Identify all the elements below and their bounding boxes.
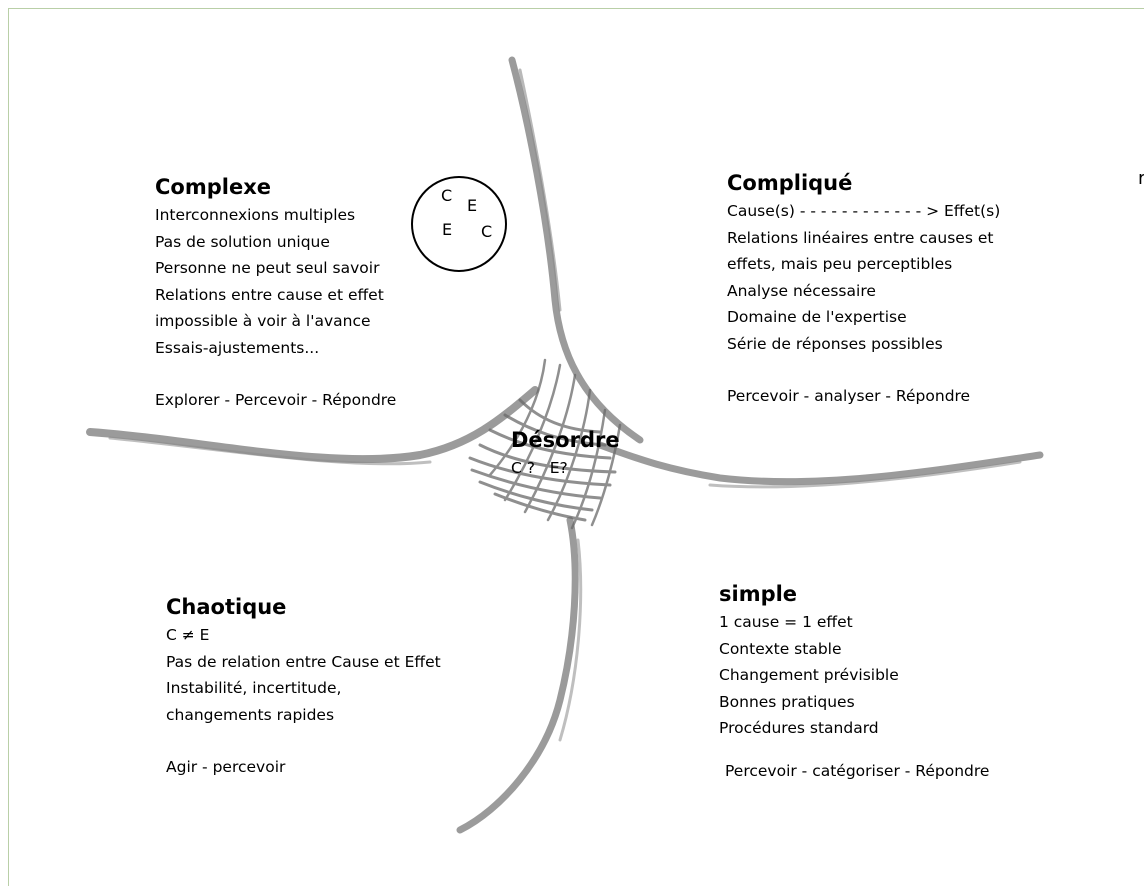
branch-bottom (456, 516, 579, 834)
domain-simple: simple 1 cause = 1 effet Contexte stable… (719, 579, 989, 784)
domain-line: Relations linéaires entre causes et (727, 228, 994, 247)
branch-top (508, 56, 644, 444)
domain-title: Chaotique (166, 595, 287, 619)
edge-mark: r (1138, 168, 1144, 189)
domain-line: C ≠ E (166, 626, 210, 644)
domain-line: impossible à voir à l'avance (155, 312, 371, 330)
circle-letter: C (481, 222, 493, 241)
domain-action: Percevoir - analyser - Répondre (727, 387, 971, 405)
domain-complique: Compliqué Cause(s) - - - - - - - - - - -… (727, 168, 1000, 410)
domain-action: Agir - percevoir (166, 758, 286, 776)
domain-line: effets, mais peu perceptibles (727, 255, 953, 273)
domain-line: Domaine de l'expertise (727, 308, 907, 326)
domain-line: changements rapides (166, 705, 335, 724)
circle-letter: C (441, 186, 453, 205)
diagram-frame (8, 8, 1144, 886)
branch-right-2 (708, 460, 1022, 489)
domain-line: Procédures standard (719, 719, 879, 737)
domain-action: Explorer - Percevoir - Répondre (155, 391, 397, 409)
cause-effect-circle: C E E C (411, 176, 507, 272)
branch-right (596, 441, 1044, 486)
domain-title: Complexe (155, 175, 271, 199)
domain-line: Analyse nécessaire (727, 281, 876, 300)
domain-line: Cause(s) - - - - - - - - - - - - > Effet… (727, 202, 1001, 220)
domain-line: Pas de solution unique (155, 232, 330, 251)
domain-complexe: Complexe Interconnexions multiples Pas d… (155, 172, 396, 414)
domain-line: Bonnes pratiques (719, 692, 855, 711)
domain-line: Relations entre cause et effet (155, 285, 384, 304)
domain-line: Personne ne peut seul savoir (155, 259, 380, 277)
domain-action: Percevoir - catégoriser - Répondre (725, 761, 990, 780)
branch-left-2 (108, 436, 432, 466)
domain-chaotique: Chaotique C ≠ E Pas de relation entre Ca… (166, 592, 441, 781)
domain-line: Pas de relation entre Cause et Effet (166, 652, 441, 671)
domain-desordre: Désordre C ? E? (511, 425, 620, 482)
branch-top-2 (518, 68, 562, 312)
circle-letter: E (442, 220, 453, 239)
domain-line: Contexte stable (719, 639, 842, 658)
domain-subtitle: C ? E? (511, 459, 568, 477)
domain-line: Essais-ajustements... (155, 338, 320, 357)
domain-title: Désordre (511, 428, 620, 452)
disorder-hatching (468, 358, 622, 530)
domain-line: Instabilité, incertitude, (166, 679, 342, 697)
domain-line: Changement prévisible (719, 666, 899, 684)
domain-line: Interconnexions multiples (155, 206, 356, 224)
branch-bottom-2 (558, 538, 583, 742)
circle-letter: E (467, 196, 478, 215)
domain-title: simple (719, 582, 798, 606)
domain-title: Compliqué (727, 171, 853, 195)
domain-line: 1 cause = 1 effet (719, 613, 853, 631)
branch-left (86, 386, 539, 464)
domain-line: Série de réponses possibles (727, 334, 943, 353)
